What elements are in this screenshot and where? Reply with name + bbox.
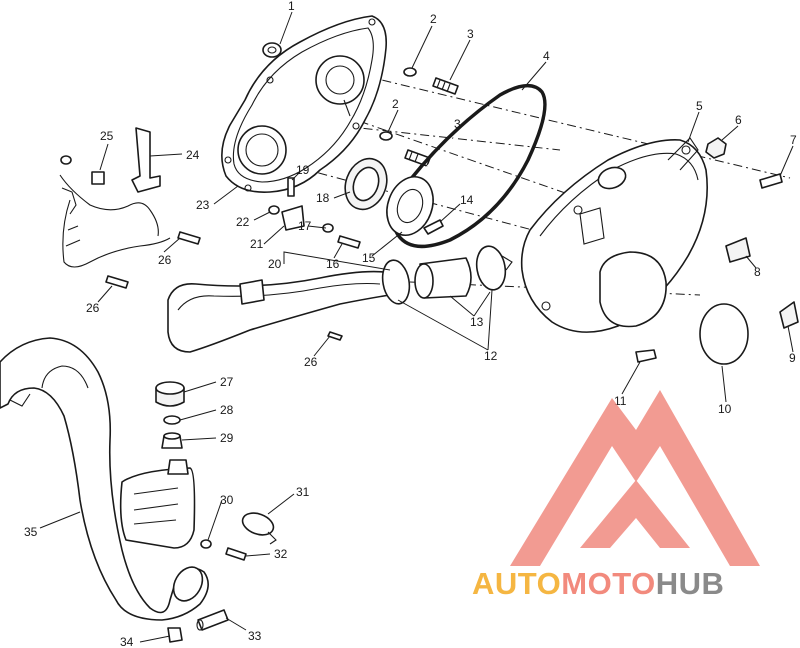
watermark-logo-mark <box>510 390 760 566</box>
callout-25: 25 <box>100 129 114 143</box>
seal-18 <box>344 157 388 211</box>
small-hardware <box>268 177 361 249</box>
bolt-7 <box>759 173 783 189</box>
washer-30 <box>200 539 212 549</box>
callout-3: 3 <box>454 117 461 131</box>
callout-13: 13 <box>470 315 484 329</box>
bracket-24 <box>59 127 171 268</box>
callout-23: 23 <box>196 198 210 212</box>
callout-34: 34 <box>120 635 134 648</box>
callout-11: 11 <box>614 394 627 408</box>
callout-31: 31 <box>296 485 310 499</box>
callout-8: 8 <box>754 265 761 279</box>
clamp-31 <box>241 512 277 545</box>
bolt-11 <box>635 349 657 363</box>
callout-2: 2 <box>430 12 437 26</box>
callout-14: 14 <box>460 193 474 207</box>
cap-27 <box>155 381 185 407</box>
callout-9: 9 <box>789 351 796 365</box>
callout-12: 12 <box>484 349 498 363</box>
callout-26: 26 <box>304 355 318 369</box>
callout-5: 5 <box>696 99 703 113</box>
logo-triangle-icon <box>510 390 760 566</box>
callout-20: 20 <box>268 257 282 271</box>
screw-32 <box>225 547 247 561</box>
exhaust-pipe-35 <box>0 337 209 621</box>
duct-coupler <box>381 245 513 305</box>
watermark-brand-text: AUTOMOTOHUB <box>472 566 724 602</box>
callout-28: 28 <box>220 403 234 417</box>
callout-7: 7 <box>790 133 797 147</box>
outer-clutch-cover <box>520 137 708 333</box>
callout-17: 17 <box>298 219 312 233</box>
intake-duct-20 <box>167 270 397 353</box>
callout-1: 1 <box>288 0 295 13</box>
callout-35: 35 <box>24 525 38 539</box>
callout-22: 22 <box>236 215 250 229</box>
brand-hub-text: HUB <box>655 566 725 601</box>
callout-24: 24 <box>186 148 200 162</box>
callout-33: 33 <box>248 629 262 643</box>
nut-6 <box>705 137 727 159</box>
callout-19: 19 <box>296 163 310 177</box>
logo-inner-triangle-icon <box>580 480 690 548</box>
callout-27: 27 <box>220 375 234 389</box>
callout-3: 3 <box>467 27 474 41</box>
brand-auto-text: AUTO <box>472 566 562 601</box>
gasket-1 <box>262 42 282 58</box>
hose-33 <box>196 609 229 631</box>
callout-18: 18 <box>316 191 330 205</box>
callout-15: 15 <box>362 251 376 265</box>
fitting-34 <box>167 627 183 643</box>
bolt-14 <box>423 219 444 235</box>
decal-9 <box>779 301 799 329</box>
callout-10: 10 <box>718 402 732 416</box>
leader-lines <box>39 11 794 643</box>
callout-6: 6 <box>735 113 742 127</box>
gasket-28 <box>163 415 181 425</box>
callout-21: 21 <box>250 237 264 251</box>
washer-bolt-lower <box>379 131 431 167</box>
callout-30: 30 <box>220 493 234 507</box>
callout-26: 26 <box>86 301 100 315</box>
reservoir-tank <box>119 459 196 549</box>
callout-2: 2 <box>392 97 399 111</box>
bearing-plate-15 <box>386 176 434 236</box>
callout-labels: 1 2 3 4 2 3 5 6 7 8 9 10 11 12 13 14 15 … <box>24 0 797 648</box>
washer-10 <box>699 303 749 365</box>
callout-4: 4 <box>543 49 550 63</box>
fitting-29 <box>161 432 183 449</box>
inner-clutch-cover <box>221 15 388 193</box>
brand-moto-text: MOTO <box>561 566 656 601</box>
callout-16: 16 <box>326 257 340 271</box>
decal-8 <box>725 237 751 263</box>
callout-29: 29 <box>220 431 234 445</box>
callout-32: 32 <box>274 547 288 561</box>
callout-26: 26 <box>158 253 172 267</box>
washer-bolt-upper <box>403 67 459 95</box>
bolts-25-26 <box>60 155 201 289</box>
